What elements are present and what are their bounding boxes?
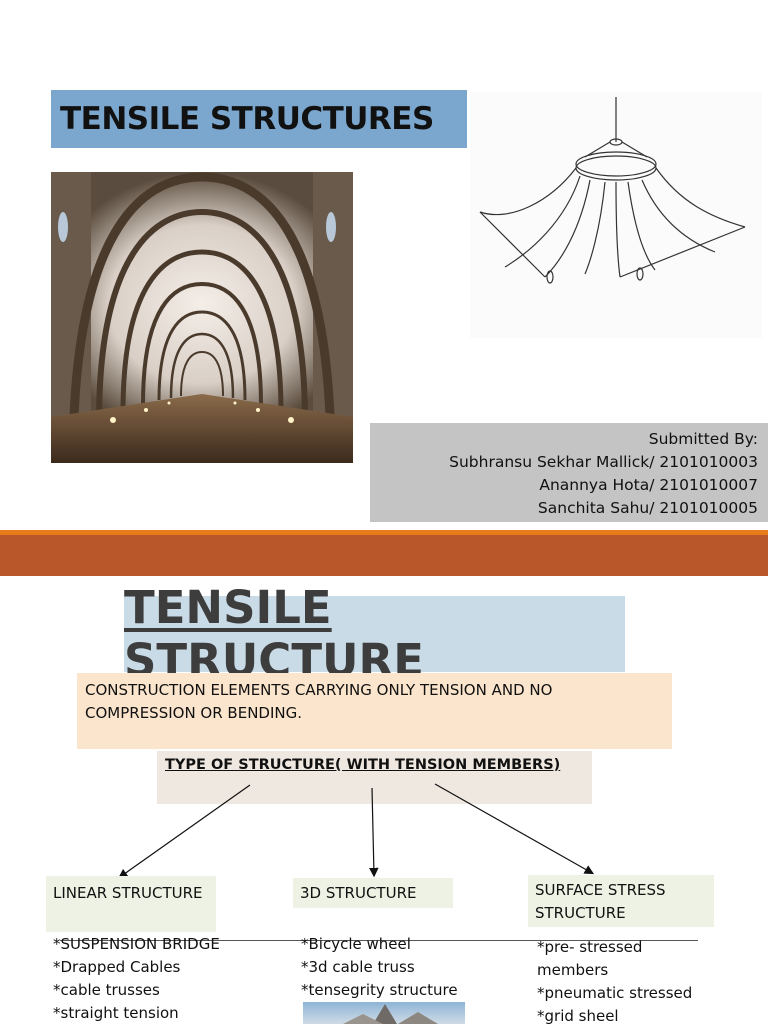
category-3d-structure: 3D STRUCTURE [293, 878, 453, 908]
arrow-to-surface [434, 783, 595, 875]
slide-2-title: TENSILE STRUCTURE [124, 581, 625, 687]
submitted-by-box: Submitted By: Subhransu Sekhar Mallick/ … [370, 423, 768, 522]
list-item: *3d cable truss [301, 958, 415, 976]
list-item: *tensegrity structure [301, 981, 458, 999]
surface-structure-examples: *pre- stressed members *pneumatic stress… [537, 936, 737, 1028]
list-item: *SUSPENSION BRIDGE [53, 935, 220, 953]
structure-photo-partial [303, 1002, 465, 1024]
author-2: Anannya Hota/ 2101010007 [539, 476, 758, 494]
author-3: Sanchita Sahu/ 2101010005 [537, 499, 758, 517]
structure-type-heading: TYPE OF STRUCTURE( WITH TENSION MEMBERS) [157, 751, 592, 804]
author-1: Subhransu Sekhar Mallick/ 2101010003 [449, 453, 758, 471]
list-item: *pre- stressed members [537, 938, 643, 979]
hierarchy-arrows [118, 783, 595, 879]
slide-divider-bar [0, 530, 768, 576]
divider-line [60, 940, 698, 941]
category-linear-structure: LINEAR STRUCTURE [46, 876, 216, 932]
category-surface-label-line-2: STRUCTURE [535, 904, 626, 922]
list-item: *pneumatic stressed [537, 984, 693, 1002]
category-surface-stress-structure: SURFACE STRESS STRUCTURE [528, 875, 714, 927]
list-item: *grid sheel [537, 1007, 619, 1025]
definition-box: CONSTRUCTION ELEMENTS CARRYING ONLY TENS… [77, 673, 672, 749]
arrow-to-linear [118, 784, 251, 879]
category-surface-label-line-1: SURFACE STRESS [535, 881, 666, 899]
submitted-by-label: Submitted By: [648, 430, 758, 448]
linear-structure-examples: *SUSPENSION BRIDGE *Drapped Cables *cabl… [53, 933, 283, 1025]
list-item: *Drapped Cables [53, 958, 181, 976]
slide-1-title: TENSILE STRUCTURES [51, 90, 467, 148]
arched-corridor-photo [51, 172, 353, 463]
tent-structure-sketch [470, 92, 762, 338]
list-item: *Bicycle wheel [301, 935, 411, 953]
arrow-to-3d [369, 787, 379, 878]
list-item: *cable trusses [53, 981, 160, 999]
definition-line-2: COMPRESSION OR BENDING. [85, 704, 303, 722]
definition-line-1: CONSTRUCTION ELEMENTS CARRYING ONLY TENS… [85, 681, 553, 699]
3d-structure-examples: *Bicycle wheel *3d cable truss *tensegri… [301, 933, 521, 1002]
slide-1: TENSILE STRUCTURES [51, 90, 768, 522]
list-item: *straight tension [53, 1004, 179, 1022]
